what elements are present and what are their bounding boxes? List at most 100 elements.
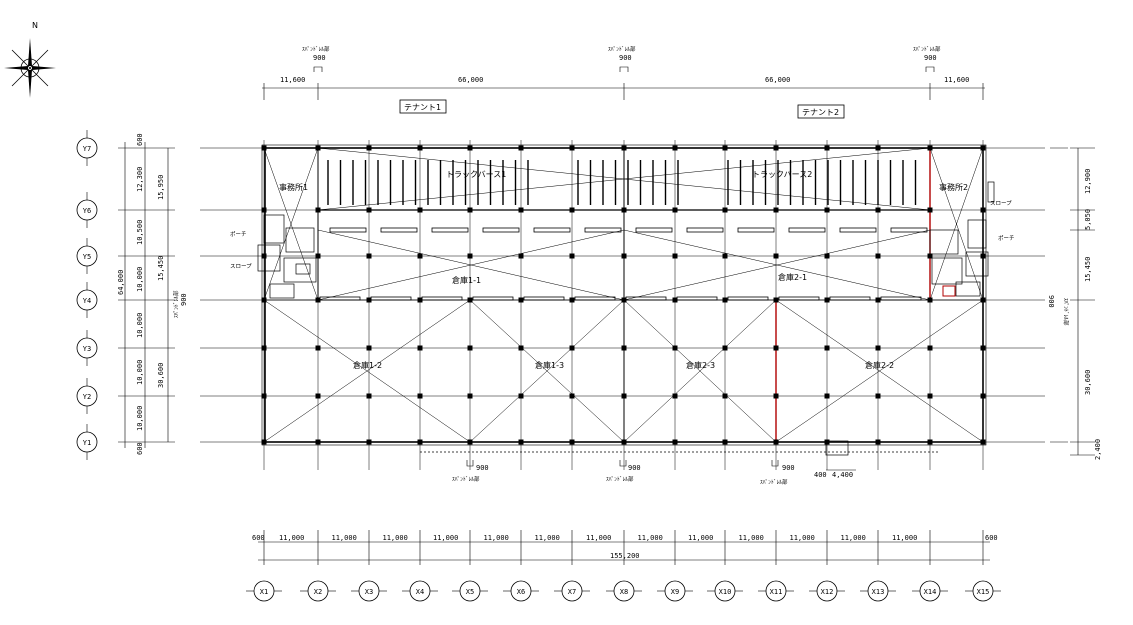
column-marker: [467, 439, 473, 445]
bottom-dim-1: 11,000: [279, 534, 304, 542]
column-marker: [315, 439, 321, 445]
column-marker: [672, 345, 678, 351]
bottom-dim-4: 11,000: [433, 534, 458, 542]
column-marker: [621, 345, 627, 351]
room-warehouse-2-3: 倉庫2-3: [686, 360, 715, 370]
porch-left-label: ポーチ: [230, 231, 247, 238]
column-marker: [672, 297, 678, 303]
top-spandrel-markers: [313, 66, 935, 72]
truck-berth-dock-bars: [327, 160, 917, 205]
dock-shutter: [482, 227, 520, 233]
column-marker: [366, 253, 372, 259]
top-spandrel-label-3: ｽﾊﾟﾝﾄﾞﾚﾙ部: [913, 45, 941, 53]
column-marker: [824, 145, 830, 151]
tenant-2-label: テナント2: [802, 108, 839, 117]
bottom-dim-10: 11,000: [739, 534, 764, 542]
column-marker: [417, 145, 423, 151]
column-marker: [569, 439, 575, 445]
left-sub-c: 30,600: [157, 363, 165, 388]
dock-shutter: [431, 227, 469, 233]
top-dim-3: 66,000: [765, 76, 790, 84]
column-marker: [467, 345, 473, 351]
dock-shutter: [890, 227, 928, 233]
right-dim-d: 30,600: [1084, 370, 1092, 395]
column-marker: [518, 145, 524, 151]
room-truck-berth-1: トラックバース1: [446, 170, 506, 179]
brace-diagonal: [469, 299, 625, 443]
core-right: [929, 181, 995, 297]
left-spandrel-value: 900: [180, 293, 188, 306]
tenant-1-box: テナント1: [399, 99, 447, 114]
grid-label-y2: Y2: [83, 393, 91, 401]
column-marker: [773, 253, 779, 259]
left-dim-1: 12,300: [136, 167, 144, 192]
column-marker: [261, 145, 267, 151]
right-dim-e: 2,400: [1094, 439, 1102, 460]
top-dim-1: 11,600: [280, 76, 305, 84]
room-warehouse-2-1: 倉庫2-1: [778, 272, 807, 282]
brace-diagonal: [263, 299, 471, 443]
grid-label-x11: X11: [770, 588, 783, 596]
column-marker: [621, 439, 627, 445]
column-marker: [875, 345, 881, 351]
column-marker: [722, 345, 728, 351]
grid-label-x5: X5: [466, 588, 474, 596]
column-marker: [569, 145, 575, 151]
bottom-edge-left: 600: [252, 534, 265, 542]
left-spandrel-label: ｽﾊﾟﾝﾄﾞﾚﾙ部: [172, 290, 180, 318]
column-marker: [621, 145, 627, 151]
interior-shutter: [472, 296, 514, 301]
column-marker: [467, 393, 473, 399]
column-marker: [569, 393, 575, 399]
column-marker: [672, 145, 678, 151]
column-marker: [315, 345, 321, 351]
column-marker: [366, 345, 372, 351]
column-marker: [315, 145, 321, 151]
right-spandrel-label: ｽﾊﾟﾝﾄﾞﾚﾙ部: [1062, 298, 1070, 326]
column-marker: [722, 439, 728, 445]
top-dimension-line: [262, 83, 985, 100]
column-marker: [927, 345, 933, 351]
bottom-spandrel-value-1: 900: [476, 464, 489, 472]
interior-shutter: [880, 296, 922, 301]
column-marker: [315, 207, 321, 213]
brace-diagonal: [623, 229, 931, 301]
bottom-total-dim: 155,200: [610, 552, 640, 560]
column-marker: [927, 145, 933, 151]
grid-label-y4: Y4: [83, 297, 91, 305]
tenant-2-box: テナント2: [797, 104, 845, 119]
column-marker: [722, 253, 728, 259]
left-dim-2: 10,500: [136, 220, 144, 245]
bottom-dim-7: 11,000: [586, 534, 611, 542]
grid-label-y1: Y1: [83, 439, 91, 447]
room-office-2: 事務所2: [939, 182, 968, 192]
interior-shutter: [574, 296, 616, 301]
column-marker: [927, 393, 933, 399]
top-dim-4: 11,600: [944, 76, 969, 84]
column-marker: [467, 253, 473, 259]
left-dim-3: 10,000: [136, 267, 144, 292]
column-marker: [773, 393, 779, 399]
column-marker: [621, 253, 627, 259]
column-marker: [569, 207, 575, 213]
brace-diagonal: [775, 299, 984, 443]
column-marker: [980, 439, 986, 445]
column-marker: [722, 145, 728, 151]
dock-shutter: [737, 227, 775, 233]
column-marker: [261, 345, 267, 351]
column-marker: [824, 207, 830, 213]
column-marker: [261, 207, 267, 213]
porch-right-label: ポーチ: [998, 235, 1015, 242]
grid-label-x10: X10: [719, 588, 732, 596]
column-marker: [417, 207, 423, 213]
column-marker: [518, 297, 524, 303]
column-marker: [467, 297, 473, 303]
column-marker: [621, 207, 627, 213]
column-marker: [773, 297, 779, 303]
right-dimension-line: [1050, 147, 1095, 456]
bottom-dim-2: 11,000: [332, 534, 357, 542]
bottom-dim-9: 11,000: [688, 534, 713, 542]
bottom-spandrel-markers: [466, 460, 779, 467]
column-marker: [366, 297, 372, 303]
